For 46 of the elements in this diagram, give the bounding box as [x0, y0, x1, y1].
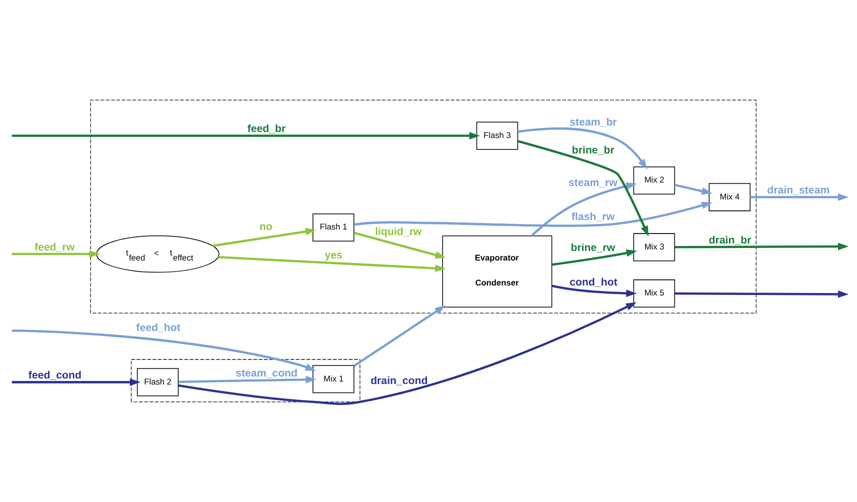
arrow [12, 378, 141, 386]
arrow [674, 290, 849, 298]
edge-label: brine_rw [570, 242, 615, 254]
edge-label: feed_rw [34, 241, 75, 254]
edge-label: liquid_rw [375, 226, 422, 238]
arrow [531, 182, 637, 236]
node-box: Mix 4 [708, 183, 750, 212]
node-box: Evaporator Condenser [442, 235, 552, 308]
node-box: Mix 1 [312, 365, 354, 394]
arrow [552, 249, 637, 266]
arrow [12, 132, 480, 140]
arrow [354, 202, 712, 227]
arrow [674, 184, 712, 195]
arrow [12, 250, 100, 258]
node-box: Mix 5 [633, 279, 676, 308]
arrow [518, 127, 648, 170]
edge-label: steam_rw [568, 176, 618, 189]
arrow [12, 329, 316, 371]
arrow [750, 193, 849, 201]
edge-label: cond_hot [570, 276, 618, 288]
node-box: Flash 1 [312, 213, 354, 242]
edge-label: feed_hot [136, 322, 180, 334]
arrow [552, 284, 637, 298]
edge-label: brine_br [572, 144, 614, 156]
edge-label: feed_cond [28, 370, 82, 382]
edge-label: drain_cond [370, 374, 428, 387]
edge-label: flash_rw [572, 211, 615, 224]
arrow [178, 302, 637, 405]
node-box: Flash 2 [136, 368, 179, 396]
edge-label: no [259, 220, 272, 233]
edge-label: feed_br [247, 123, 286, 136]
arrow [353, 305, 446, 367]
edge-label: steam_br [570, 116, 617, 128]
arrow [518, 140, 649, 237]
node-box: Mix 3 [633, 233, 676, 262]
arrow [178, 376, 316, 384]
edge-label: drain_steam [767, 184, 830, 197]
node-box: Mix 2 [633, 166, 676, 194]
edge-label: steam_cond [236, 367, 298, 380]
edge-label: yes [324, 250, 342, 262]
arrow [354, 232, 446, 259]
edge-label: drain_br [708, 234, 752, 247]
arrow [212, 228, 316, 247]
node-box: Flash 3 [476, 122, 518, 150]
arrow [674, 242, 849, 250]
arrow [218, 256, 446, 272]
